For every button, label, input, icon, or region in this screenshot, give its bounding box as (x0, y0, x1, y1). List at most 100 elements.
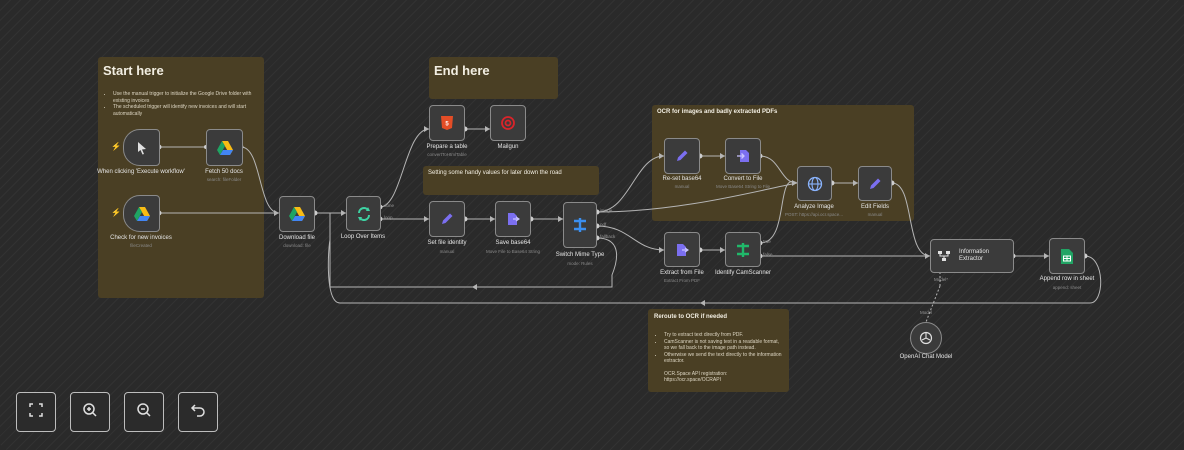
note-end-here[interactable]: End here (429, 57, 558, 99)
sheets-icon (1061, 248, 1073, 264)
node-subtitle: manual (867, 212, 883, 217)
mailgun-icon (501, 116, 515, 130)
trigger-bolt-icon: ⚡ (111, 208, 121, 217)
node-set-file-identity[interactable] (429, 201, 465, 237)
node-subtitle: POST: https://api.ocr.space... (784, 212, 844, 217)
pencil-icon (440, 212, 454, 226)
note-handy-values[interactable]: Setting some handy values for later down… (423, 166, 599, 195)
node-analyze-image[interactable] (797, 166, 832, 201)
node-subtitle: download: file (283, 243, 311, 248)
port-label: Model (920, 310, 933, 315)
node-subtitle: append: sheet (1052, 285, 1082, 290)
node-subtitle: mode: Rules (567, 261, 593, 266)
port-label: fallback (600, 234, 616, 239)
node-label: OpenAI Chat Model (899, 354, 953, 360)
note-title: End here (434, 63, 490, 78)
node-append-row-sheet[interactable] (1049, 238, 1085, 274)
node-subtitle: convertToHtmlTable (427, 152, 467, 157)
node-label: Download file (278, 235, 316, 241)
port-label: pdf (600, 222, 607, 227)
cursor-icon (135, 141, 149, 155)
zoom-in-button[interactable] (70, 392, 110, 432)
html-icon: 5 (441, 116, 453, 130)
node-label: Convert to File (723, 176, 763, 182)
node-subtitle: manual (674, 184, 690, 189)
note-bullets: Try to extract text directly from PDF. C… (654, 332, 783, 365)
switch-icon (572, 217, 588, 233)
port-label: done (384, 203, 395, 208)
node-loop-over-items[interactable] (346, 196, 381, 231)
node-label: Append row in sheet (1039, 276, 1095, 282)
switch-icon (735, 242, 751, 258)
trigger-bolt-icon: ⚡ (111, 142, 121, 151)
note-start-here[interactable]: Start here Use the manual trigger to ini… (98, 57, 264, 298)
node-label: Switch Mime Type (555, 252, 605, 258)
node-label: Information Extractor (959, 249, 990, 262)
node-openai-chat-model[interactable] (910, 322, 942, 354)
node-download-file[interactable] (279, 196, 315, 232)
undo-icon (190, 402, 206, 423)
globe-icon (807, 176, 823, 192)
port-label: Model* (934, 277, 949, 282)
fit-view-button[interactable] (16, 392, 56, 432)
port-label: false (763, 252, 773, 257)
pencil-icon (868, 177, 882, 191)
registration-label: OCR.Space API registration: (664, 370, 728, 377)
google-drive-icon (133, 206, 150, 221)
extractor-icon (937, 250, 951, 262)
note-reroute[interactable]: Reroute to OCR if needed Try to extract … (648, 309, 789, 392)
svg-text:5: 5 (445, 122, 449, 128)
node-subtitle: Extract From PDF (663, 278, 700, 283)
node-label: Prepare a table (426, 144, 468, 150)
node-prepare-table[interactable]: 5 (429, 105, 465, 141)
node-mailgun[interactable] (490, 105, 526, 141)
note-title: OCR for images and badly extracted PDFs (657, 109, 778, 115)
registration-link[interactable]: https://ocr.space/OCRAPI (664, 377, 721, 383)
node-label: Edit Fields (860, 204, 889, 210)
node-subtitle: search: fileFolder (206, 177, 242, 182)
zoom-out-button[interactable] (124, 392, 164, 432)
node-subtitle: Move Base64 String to File (715, 184, 771, 189)
node-label: Identify CamScanner (714, 270, 772, 276)
port-label: image (600, 208, 613, 213)
file-convert-icon (506, 212, 520, 226)
node-extract-from-file[interactable] (664, 232, 700, 267)
node-identify-camscanner[interactable] (725, 232, 761, 267)
node-save-base64[interactable] (495, 201, 531, 237)
zoom-in-icon (82, 402, 98, 423)
fit-view-icon (28, 402, 44, 423)
node-subtitle: manual (439, 249, 455, 254)
node-information-extractor[interactable]: Information Extractor (930, 239, 1014, 273)
note-title: Setting some handy values for later down… (428, 170, 562, 176)
node-label: Fetch 50 docs (205, 169, 243, 175)
node-label: Mailgun (497, 144, 519, 150)
node-label: When clicking 'Execute workflow' (97, 169, 185, 175)
node-label: Save base64 (495, 240, 531, 246)
node-manual-trigger[interactable] (123, 129, 160, 166)
node-check-invoices[interactable] (123, 195, 160, 232)
note-bullets: Use the manual trigger to initialize the… (103, 91, 263, 117)
port-label: loop (384, 215, 393, 220)
node-label: Analyze Image (794, 204, 834, 210)
node-switch-mime-type[interactable] (563, 202, 597, 248)
undo-button[interactable] (178, 392, 218, 432)
openai-icon (919, 331, 933, 345)
file-arrow-icon (736, 149, 750, 163)
zoom-out-icon (136, 402, 152, 423)
node-label: Re-set base64 (662, 176, 702, 182)
node-convert-to-file[interactable] (725, 138, 761, 174)
node-subtitle: Move File to Base64 String (485, 249, 541, 254)
node-fetch-docs[interactable] (206, 129, 243, 166)
port-label: true (763, 239, 771, 244)
loop-icon (356, 206, 372, 222)
node-reset-base64[interactable] (664, 138, 700, 174)
node-label: Loop Over Items (340, 234, 386, 240)
google-drive-icon (216, 140, 233, 155)
node-edit-fields[interactable] (858, 166, 892, 201)
file-convert-icon (675, 243, 689, 257)
node-label: Set file identity (427, 240, 467, 246)
node-label: Extract from File (660, 270, 704, 276)
node-subtitle: fileCreated (130, 243, 152, 248)
